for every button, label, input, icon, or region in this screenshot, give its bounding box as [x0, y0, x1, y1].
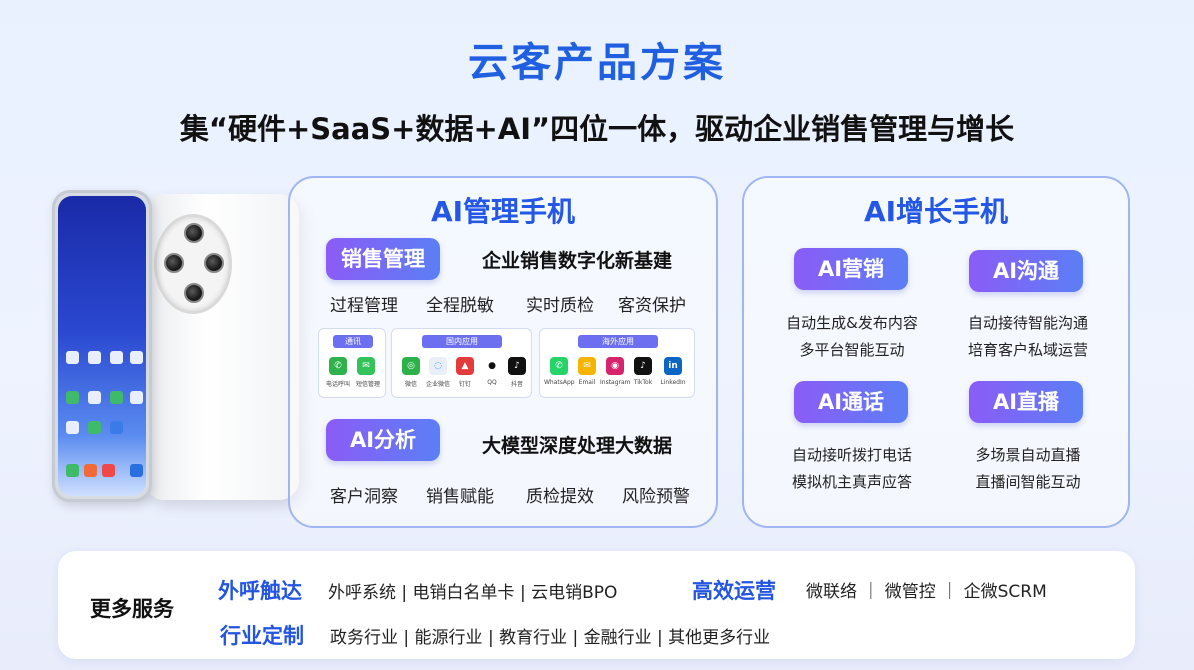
camera-module	[154, 214, 232, 314]
feature-text: 过程管理	[330, 296, 398, 316]
app-icon	[66, 351, 79, 364]
feature-line: 自动接待智能沟通	[967, 314, 1088, 332]
app-label: WhatsApp	[544, 379, 575, 386]
tiktok-icon: ♪	[634, 357, 652, 375]
feature-line: 直播间智能互动	[975, 473, 1081, 491]
feature-text: 实时质检	[526, 296, 594, 316]
feature-line: 多场景自动直播	[975, 446, 1081, 464]
section-heading: 大模型深度处理大数据	[482, 435, 673, 457]
instagram-icon: ◉	[606, 357, 624, 375]
app-label: 电话呼叫	[325, 381, 350, 388]
app-icon	[110, 421, 123, 434]
app-group-tag: 国内应用	[422, 335, 502, 348]
feature-text: 全程脱敏	[426, 296, 494, 316]
phone-screen	[58, 196, 146, 496]
card-title: AI增长手机	[863, 195, 1009, 228]
feature-text: 风险预警	[622, 487, 690, 507]
app-icon	[88, 351, 101, 364]
app-icon	[88, 421, 101, 434]
feature-line: 模拟机主真声应答	[791, 473, 912, 491]
app-label: QQ	[487, 379, 497, 386]
ai-analysis-badge: AI分析	[326, 419, 440, 461]
more-services-panel: 更多服务 外呼触达 外呼系统 | 电销白名单卡 | 云电销BPO 高效运营 微联…	[58, 551, 1135, 659]
ai-livestream-badge: AI直播	[969, 381, 1083, 423]
operations-category: 高效运营	[692, 579, 776, 603]
operations-items: 微联络 ｜ 微管控 ｜ 企微SCRM	[806, 582, 1047, 602]
app-icon	[102, 464, 115, 477]
phone-front	[52, 190, 152, 502]
whatsapp-icon: ✆	[550, 357, 568, 375]
phone-image	[52, 188, 299, 508]
app-label: Email	[578, 379, 596, 386]
more-services-title: 更多服务	[90, 597, 174, 621]
feature-line: 自动接听拨打电话	[791, 446, 912, 464]
page-title: 云客产品方案	[468, 40, 726, 86]
app-icon	[66, 421, 79, 434]
douyin-icon: ♪	[508, 357, 526, 375]
app-icon	[66, 391, 79, 404]
outbound-items: 外呼系统 | 电销白名单卡 | 云电销BPO	[328, 583, 618, 603]
app-icon	[110, 391, 123, 404]
section-heading: 企业销售数字化新基建	[482, 250, 673, 272]
sales-management-badge: 销售管理	[326, 238, 440, 280]
sms-app-icon: ✉	[357, 357, 375, 375]
industry-items: 政务行业 | 能源行业 | 教育行业 | 金融行业 | 其他更多行业	[330, 628, 771, 648]
camera-lens	[184, 223, 204, 243]
phone-back	[144, 194, 299, 500]
ai-calling-badge: AI通话	[794, 381, 908, 423]
app-label: Instagram	[600, 379, 631, 386]
feature-line: 多平台智能互动	[799, 341, 905, 359]
app-group-tag: 海外应用	[578, 335, 658, 348]
phone-app-icon: ✆	[329, 357, 347, 375]
app-icon	[110, 351, 123, 364]
app-label: TikTok	[633, 379, 653, 386]
camera-lens	[164, 253, 184, 273]
linkedin-icon: in	[664, 357, 682, 375]
app-group-communication: 通讯 ✆ ✉ 电话呼叫 短信管理	[318, 328, 386, 398]
feature-line: 自动生成&发布内容	[786, 314, 918, 332]
app-label: 企业微信	[425, 381, 450, 388]
wecom-icon: ◌	[429, 357, 447, 375]
feature-text: 客户洞察	[330, 487, 398, 507]
feature-text: 销售赋能	[426, 487, 494, 507]
app-icon	[130, 464, 143, 477]
feature-line: 培育客户私域运营	[967, 341, 1088, 359]
app-icon	[130, 351, 143, 364]
wechat-icon: ◎	[402, 357, 420, 375]
industry-category: 行业定制	[220, 624, 304, 648]
app-group-overseas: 海外应用 ✆ ✉ ◉ ♪ in WhatsApp Email Instagram…	[539, 328, 695, 398]
ai-growth-phone-card: AI增长手机 AI营销 自动生成&发布内容 多平台智能互动 AI沟通 自动接待智…	[742, 176, 1130, 528]
ai-marketing-badge: AI营销	[794, 248, 908, 290]
app-label: 短信管理	[355, 381, 380, 388]
app-icon	[88, 391, 101, 404]
card-title: AI管理手机	[430, 195, 576, 228]
ai-communication-badge: AI沟通	[969, 250, 1083, 292]
app-icon	[130, 391, 143, 404]
app-group-tag: 通讯	[333, 335, 373, 348]
feature-text: 质检提效	[526, 487, 594, 507]
app-group-domestic: 国内应用 ◎ ◌ ▲ ● ♪ 微信 企业微信 钉钉 QQ 抖音	[391, 328, 532, 398]
app-label: LinkedIn	[660, 379, 686, 386]
qq-icon: ●	[483, 357, 501, 375]
page-subtitle: 集“硬件+SaaS+数据+AI”四位一体，驱动企业销售管理与增长	[179, 112, 1015, 146]
camera-lens	[204, 253, 224, 273]
dingtalk-icon: ▲	[456, 357, 474, 375]
app-label: 钉钉	[458, 381, 471, 388]
app-icon	[84, 464, 97, 477]
app-label: 抖音	[510, 381, 523, 388]
app-icon	[66, 464, 79, 477]
camera-lens	[184, 283, 204, 303]
outbound-category: 外呼触达	[218, 579, 302, 603]
feature-text: 客资保护	[618, 296, 686, 316]
app-label: 微信	[404, 381, 417, 388]
email-icon: ✉	[578, 357, 596, 375]
